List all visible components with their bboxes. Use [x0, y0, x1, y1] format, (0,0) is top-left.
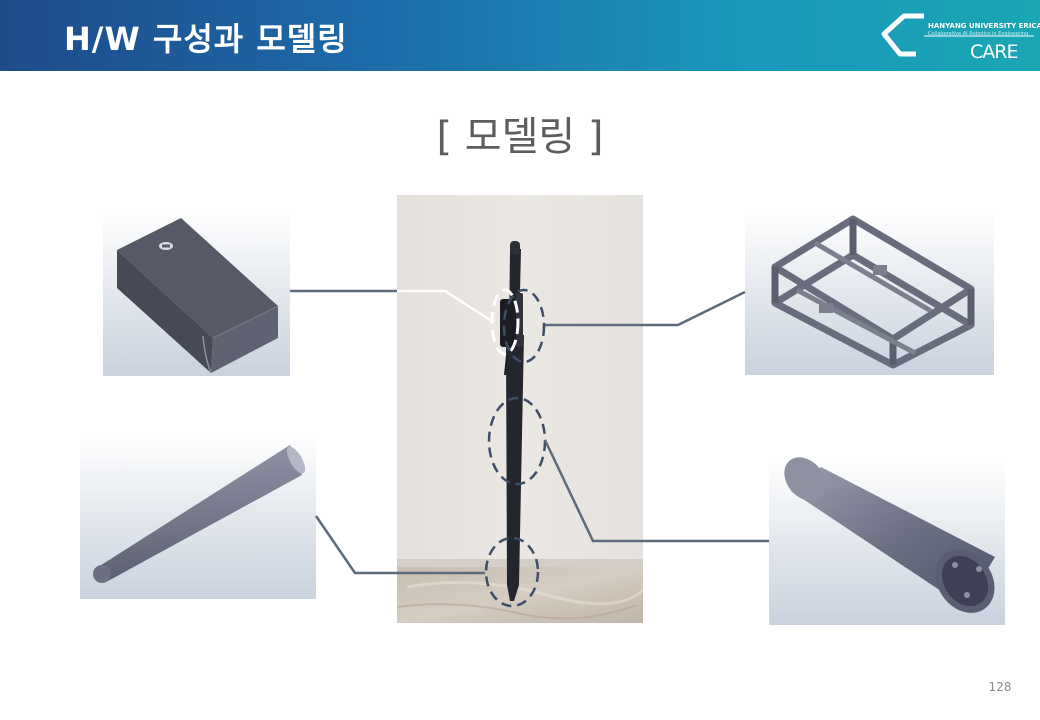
tube-model-image [769, 457, 1005, 625]
section-title: [ 모델링 ] [436, 114, 604, 160]
cane-tip-model-image [80, 431, 316, 599]
page-number: 128 [988, 680, 1012, 694]
frame-model-image [745, 207, 994, 375]
slide-title: H/W 구성과 모델링 [64, 20, 348, 58]
box-housing-model-image [103, 208, 290, 376]
care-logo: HANYANG UNIVERSITY ERICA Collaborative A… [868, 10, 1040, 70]
header-bar: H/W 구성과 모델링 HANYANG UNIVERSITY ERICA Col… [0, 0, 1040, 71]
cane-photo [397, 195, 643, 623]
logo-university: HANYANG UNIVERSITY ERICA [928, 22, 1040, 30]
logo-brand: CARE [970, 41, 1018, 63]
logo-mark-icon [881, 13, 1034, 57]
logo-subtitle: Collaborative AI Robotics in Engineering [928, 31, 1029, 37]
